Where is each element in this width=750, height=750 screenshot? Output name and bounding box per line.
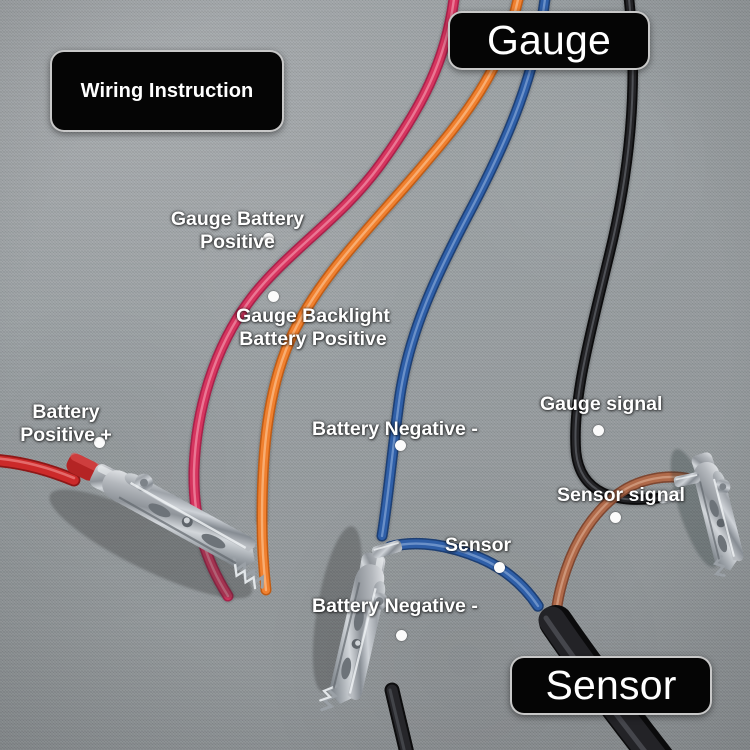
wire-gauge-battery-positive	[188, 0, 460, 602]
chip-sensor: Sensor	[510, 656, 712, 715]
callout-dot-battery-positive	[94, 437, 105, 448]
callout-battery-positive: Battery Positive +	[20, 401, 112, 446]
wire-sensor-signal	[550, 471, 696, 626]
callout-battery-negative-clip: Battery Negative -	[312, 595, 478, 617]
wire-gauge-signal	[570, 0, 672, 505]
alligator-clip-right	[670, 449, 744, 577]
callout-dot-gauge-backlight	[268, 291, 279, 302]
wire-sensor-negative	[384, 537, 544, 612]
callout-battery-negative-blue: Battery Negative -	[312, 418, 478, 440]
chip-wiring-instruction: Wiring Instruction	[50, 50, 284, 132]
callout-dot-sensor-signal	[610, 512, 621, 523]
callout-dot-gauge-signal	[593, 425, 604, 436]
wire-clip-lead-red	[0, 454, 81, 487]
callout-gauge-signal: Gauge signal	[540, 393, 663, 415]
alligator-clip-left	[49, 452, 265, 599]
callout-sensor: Sensor	[445, 534, 512, 556]
wire-battery-negative	[376, 0, 551, 542]
callout-dot-battery-negative-clip	[396, 630, 407, 641]
chip-gauge: Gauge	[448, 11, 650, 70]
wire-gauge-backlight-positive	[256, 0, 524, 596]
callout-dot-sensor	[494, 562, 505, 573]
callout-gauge-backlight-battery-positive: Gauge Backlight Battery Positive	[236, 305, 390, 350]
callout-sensor-signal: Sensor signal	[557, 484, 685, 506]
callout-gauge-battery-positive: Gauge Battery Positive	[170, 208, 305, 253]
wire-clip-lead-black	[384, 682, 414, 750]
wire-ferrules	[371, 472, 701, 559]
callout-dot-battery-negative-blue	[395, 440, 406, 451]
callout-dot-gauge-battery-positive	[263, 233, 274, 244]
alligator-clip-center	[312, 526, 388, 712]
